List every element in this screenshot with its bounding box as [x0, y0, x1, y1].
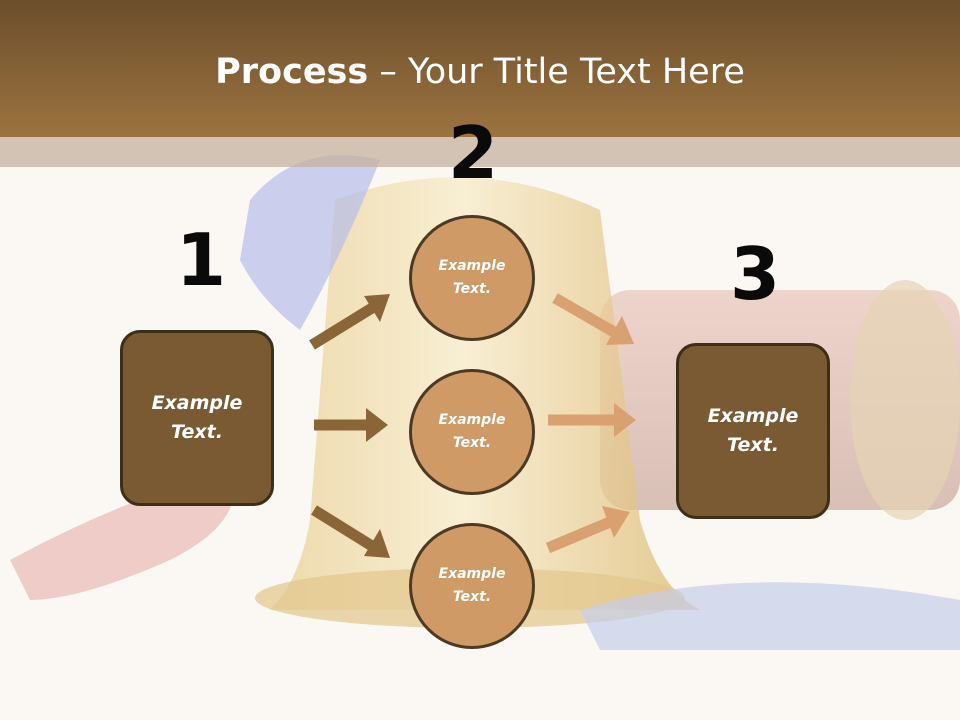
header-band — [0, 137, 960, 167]
header-bar — [0, 0, 960, 137]
circle-bottom-line2: Text. — [452, 589, 492, 605]
arrow-bottom-to-right — [545, 506, 630, 554]
circle-bottom-line1: Example — [438, 566, 506, 582]
circle-top-line2: Text. — [452, 281, 492, 297]
arrow-left-to-top — [309, 294, 390, 350]
circle-middle-line1: Example — [438, 412, 506, 428]
right-box-line1: Example — [707, 405, 799, 427]
title-bold: Process — [215, 52, 369, 92]
circle-bottom: Example Text. — [409, 523, 535, 649]
step-number-3: 3 — [730, 232, 781, 316]
circle-top: Example Text. — [409, 215, 535, 341]
circle-middle: Example Text. — [409, 369, 535, 495]
arrow-left-to-middle — [314, 408, 388, 442]
step-number-1: 1 — [176, 218, 227, 302]
slide-title: Process – Your Title Text Here — [0, 52, 960, 92]
right-box-line2: Text. — [727, 434, 779, 456]
arrow-top-to-right — [552, 293, 634, 345]
right-box: Example Text. — [676, 343, 830, 519]
left-box-line1: Example — [151, 392, 243, 414]
arrow-middle-to-right — [548, 403, 636, 437]
left-box: Example Text. — [120, 330, 274, 506]
title-rest: – Your Title Text Here — [368, 52, 745, 92]
left-box-line2: Text. — [171, 421, 223, 443]
circle-top-line1: Example — [438, 258, 506, 274]
step-number-2: 2 — [448, 111, 499, 195]
arrow-left-to-bottom — [311, 505, 390, 558]
circle-middle-line2: Text. — [452, 435, 492, 451]
